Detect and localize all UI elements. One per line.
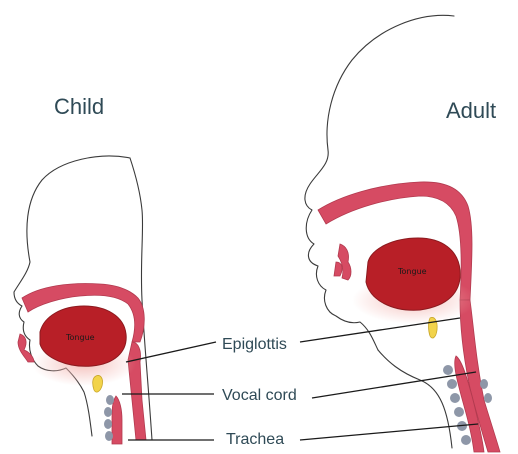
child-head-illustration: Tongue [14, 156, 152, 444]
trachea-label: Trachea [226, 431, 284, 448]
adult-epiglottis [429, 318, 438, 339]
epiglottis-label: Epiglottis [222, 336, 287, 353]
trachea-leader-adult [300, 424, 478, 440]
child-title: Child [54, 94, 104, 119]
adult-title: Adult [446, 98, 496, 123]
child-tongue-label: Tongue [65, 333, 95, 342]
child-trachea-tube [112, 396, 122, 444]
child-epiglottis [93, 375, 103, 392]
child-lip [18, 334, 34, 362]
adult-neck-front [378, 350, 452, 448]
adult-lip [334, 262, 342, 276]
leader-lines [122, 318, 478, 440]
vocal-cord-label: Vocal cord [222, 387, 297, 404]
adult-tongue-label: Tongue [397, 267, 427, 276]
adult-head-illustration: Tongue [305, 15, 500, 452]
